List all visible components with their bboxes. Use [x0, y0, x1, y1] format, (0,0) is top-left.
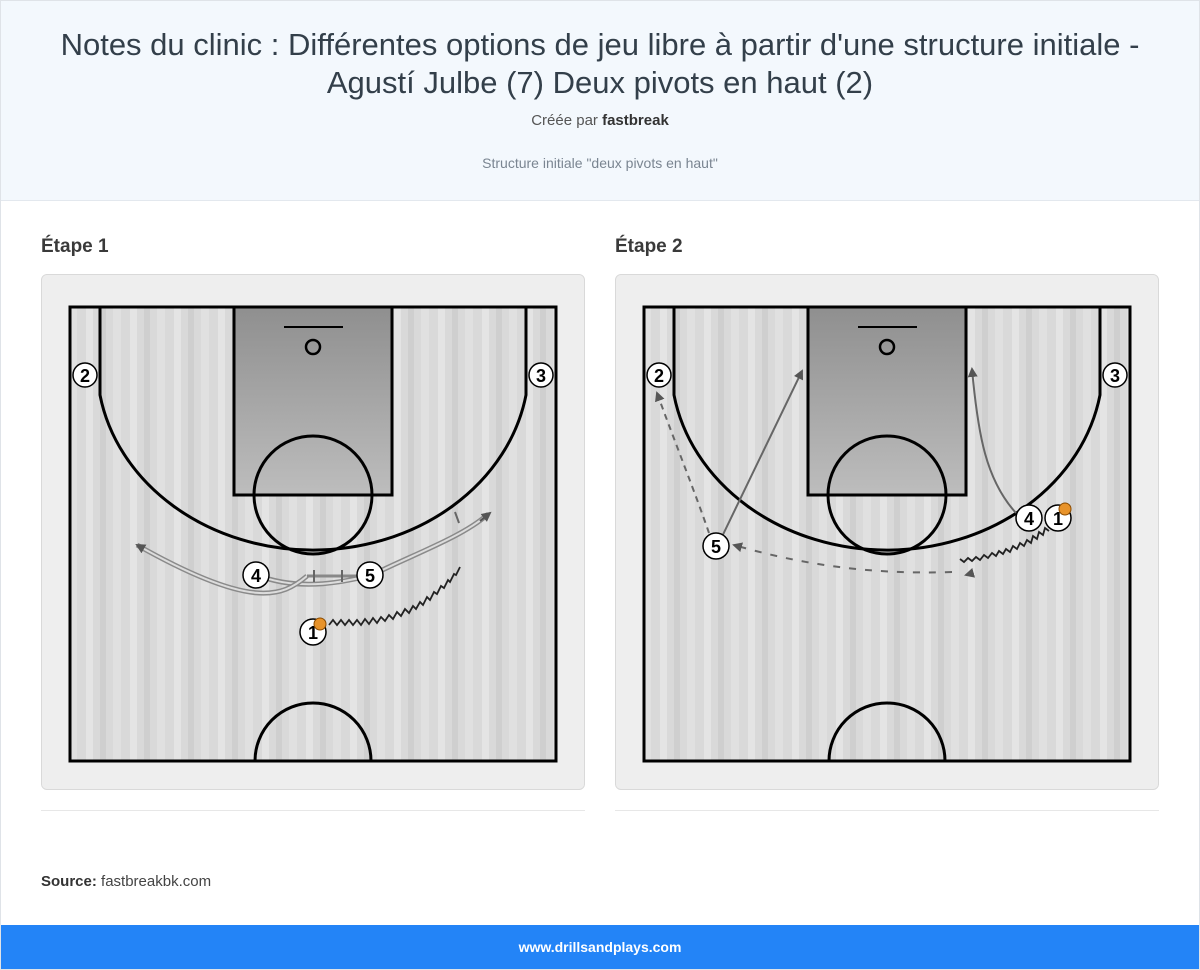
step-1-separator	[41, 810, 585, 811]
three-point-line	[98, 307, 528, 552]
player-4[interactable]: 4	[242, 561, 270, 589]
author-line: Créée par fastbreak	[1, 112, 1199, 129]
step-1-diagram: 2 3 4 5 1	[41, 274, 585, 790]
player-1-label: 1	[1053, 509, 1063, 529]
three-point-line	[672, 307, 1102, 552]
player-2[interactable]: 2	[646, 362, 672, 388]
step-2-diagram: 2 3 5 4 1	[615, 274, 1159, 790]
source-label: Source:	[41, 873, 97, 890]
player-3-label: 3	[1110, 366, 1120, 386]
hoop	[878, 338, 896, 356]
paint-area	[232, 305, 394, 497]
player-1[interactable]: 1	[299, 617, 327, 646]
dribble-path-1	[328, 566, 461, 627]
court-1-svg: 2 3 4 5 1	[42, 275, 584, 789]
cut-path-5	[716, 369, 804, 548]
player-2-label: 2	[654, 366, 664, 386]
source-line: Source: fastbreakbk.com	[41, 873, 211, 890]
dribble-arrow	[964, 567, 976, 578]
cut-path-4	[967, 367, 1017, 514]
page-title: Notes du clinic : Différentes options de…	[60, 27, 1140, 100]
step-2: Étape 2	[615, 230, 1159, 811]
player-3[interactable]: 3	[528, 362, 554, 388]
player-3-label: 3	[536, 366, 546, 386]
pass-path-2	[655, 391, 710, 534]
player-2-label: 2	[80, 366, 90, 386]
step-2-separator	[615, 810, 1159, 811]
dribble-arrow	[479, 511, 492, 522]
free-throw-circle	[826, 434, 948, 556]
step-2-title: Étape 2	[615, 236, 683, 257]
court-boundary	[642, 305, 1132, 763]
step-1: Étape 1	[41, 230, 585, 811]
source-value[interactable]: fastbreakbk.com	[101, 873, 212, 890]
cut-path-4	[135, 544, 308, 595]
center-circle	[827, 701, 947, 762]
player-5[interactable]: 5	[702, 532, 730, 560]
court-2-svg: 2 3 5 4 1	[616, 275, 1158, 789]
author-name[interactable]: fastbreak	[602, 112, 669, 129]
page-header: Notes du clinic : Différentes options de…	[1, 1, 1199, 201]
page-subtitle: Structure initiale "deux pivots en haut"	[482, 155, 718, 171]
byline-prefix: Créée par	[531, 112, 598, 129]
paint-area	[806, 305, 968, 497]
player-4-label: 4	[1024, 509, 1034, 529]
hoop	[304, 338, 322, 356]
player-5-label: 5	[711, 537, 721, 557]
ball-icon	[1058, 502, 1072, 516]
footer-link[interactable]: www.drillsandplays.com	[518, 939, 682, 955]
center-circle	[253, 701, 373, 762]
player-5[interactable]: 5	[356, 561, 384, 589]
player-3[interactable]: 3	[1102, 362, 1128, 388]
player-5-label: 5	[365, 566, 375, 586]
site-footer: www.drillsandplays.com	[1, 925, 1199, 969]
dribble-path-1	[959, 526, 1050, 564]
step-1-title: Étape 1	[41, 236, 109, 257]
screen-marker	[454, 511, 460, 524]
player-4-label: 4	[251, 566, 261, 586]
player-2[interactable]: 2	[72, 362, 98, 388]
ball-icon	[313, 617, 327, 631]
pass-path-1	[732, 542, 953, 574]
free-throw-circle	[252, 434, 374, 556]
player-4[interactable]: 4	[1015, 504, 1043, 532]
court-boundary	[68, 305, 558, 763]
player-1-label: 1	[308, 623, 318, 643]
player-1[interactable]: 1	[1044, 502, 1072, 532]
